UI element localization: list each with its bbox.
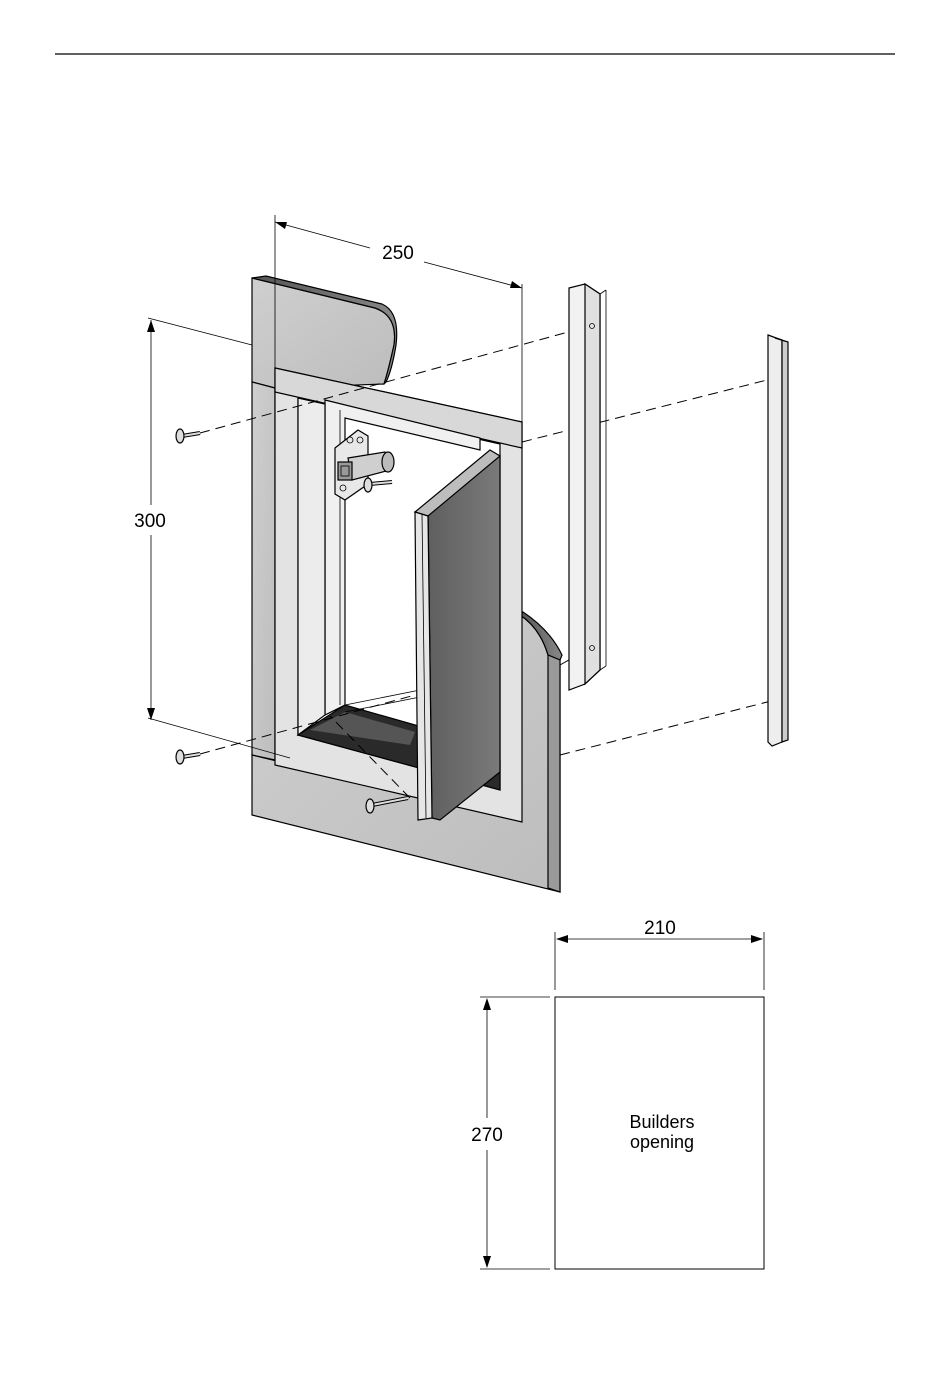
dim-label-250: 250 xyxy=(382,243,414,264)
dim-label-270: 270 xyxy=(471,1125,503,1146)
dim-label-210: 210 xyxy=(644,918,676,939)
opening-label-line1: Builders xyxy=(629,1112,694,1132)
screw-left-bottom xyxy=(176,750,200,764)
flat-strip-right xyxy=(768,335,788,746)
builders-opening-drawing: 210 270 Builders opening xyxy=(471,918,764,1269)
back-panel-left xyxy=(252,382,275,760)
opening-label-line2: opening xyxy=(630,1132,694,1152)
dim-label-300: 300 xyxy=(134,511,166,532)
screw-left-top xyxy=(176,429,200,443)
access-door xyxy=(415,450,500,820)
back-panel-right-edge xyxy=(548,655,560,892)
angle-bracket-left xyxy=(569,284,606,690)
frame-assembly xyxy=(176,276,788,892)
sleeve-left xyxy=(298,398,325,735)
